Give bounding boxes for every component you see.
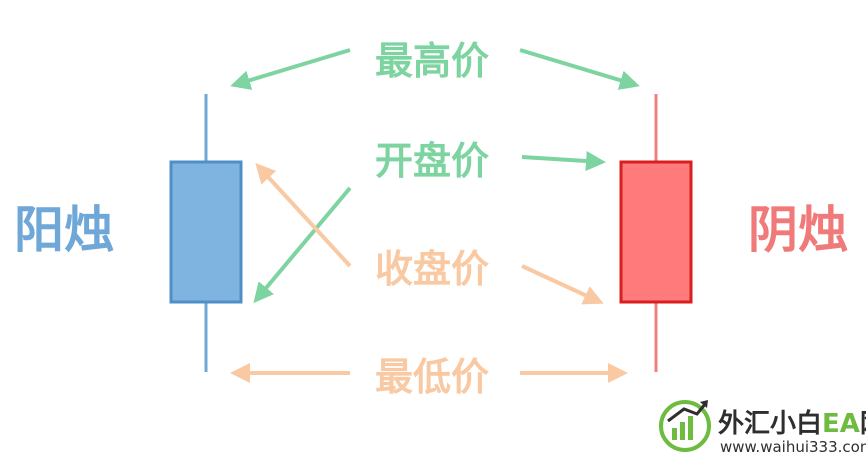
arrow-open-to-bearish: [521, 151, 606, 171]
watermark-url: www.waihui333.com: [720, 438, 866, 456]
bearish-label: 阴烛: [748, 201, 848, 259]
watermark-title: 外汇小白EA网: [718, 408, 866, 439]
high-price-label: 最高价: [375, 39, 489, 83]
bearish-candle-body: [619, 160, 693, 304]
open-price-label: 开盘价: [375, 139, 489, 183]
chart-logo-icon: [659, 400, 711, 452]
close-price-label: 收盘价: [375, 247, 489, 291]
bullish-candle-body: [169, 160, 243, 304]
low-price-label: 最低价: [375, 355, 489, 399]
arrow-close-to-bearish: [521, 264, 604, 305]
arrow-close-to-bullish: [255, 163, 352, 268]
arrow-high-to-bearish: [519, 48, 640, 90]
watermark: 外汇小白EA网 www.waihui333.com: [659, 400, 866, 456]
arrow-high-to-bullish: [230, 48, 351, 90]
bullish-candle: [169, 94, 243, 372]
bullish-label: 阳烛: [14, 201, 114, 259]
arrow-open-to-bullish: [253, 186, 352, 304]
bearish-candle: [619, 94, 693, 372]
